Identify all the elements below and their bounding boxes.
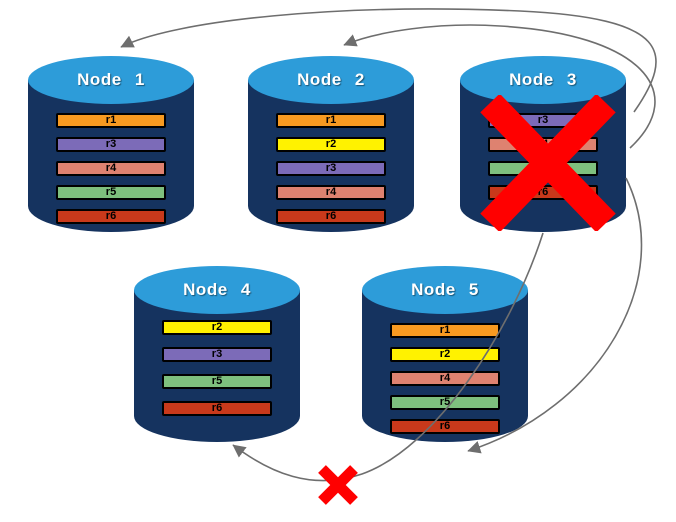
record-bar-r6: r6 [390,419,500,434]
record-bar-r3: r3 [162,347,272,362]
record-bar-r2: r2 [276,137,386,152]
record-bar-r3: r3 [488,113,598,128]
record-bar-r5: r5 [488,161,598,176]
record-bar-r6: r6 [56,209,166,224]
node-5-records: r1 r2 r4 r5 r6 [390,323,500,434]
node-4-title: Node 4 [183,280,251,299]
node-5-title: Node 5 [411,280,479,299]
record-bar-r6: r6 [488,185,598,200]
record-bar-r1: r1 [56,113,166,128]
node-3-title: Node 3 [509,70,577,89]
node-3-records: r3 r4 r5 r6 [488,113,598,200]
record-bar-r6: r6 [162,401,272,416]
node-2-records: r1 r2 r3 r4 r6 [276,113,386,224]
node-5: Node 5 r1 r2 r4 r5 r6 [362,266,528,442]
blocked-transfer-x-icon [318,465,358,505]
node-3-cylinder-top: Node 3 [460,56,626,104]
record-bar-r1: r1 [276,113,386,128]
node-3: Node 3 r3 r4 r5 r6 [460,56,626,232]
node-2: Node 2 r1 r2 r3 r4 r6 [248,56,414,232]
record-bar-r4: r4 [488,137,598,152]
node-4-cylinder-top: Node 4 [134,266,300,314]
node-1-cylinder-top: Node 1 [28,56,194,104]
record-bar-r5: r5 [56,185,166,200]
node-1: Node 1 r1 r3 r4 r5 r6 [28,56,194,232]
record-bar-r3: r3 [276,161,386,176]
node-5-cylinder-top: Node 5 [362,266,528,314]
record-bar-r2: r2 [162,320,272,335]
node-1-title: Node 1 [77,70,145,89]
record-bar-r3: r3 [56,137,166,152]
node-4: Node 4 r2 r3 r5 r6 [134,266,300,442]
node-4-records: r2 r3 r5 r6 [162,320,272,416]
node-1-records: r1 r3 r4 r5 r6 [56,113,166,224]
node-2-title: Node 2 [297,70,365,89]
record-bar-r4: r4 [276,185,386,200]
record-bar-r5: r5 [162,374,272,389]
record-bar-r5: r5 [390,395,500,410]
node-2-cylinder-top: Node 2 [248,56,414,104]
record-bar-r4: r4 [56,161,166,176]
record-bar-r4: r4 [390,371,500,386]
record-bar-r6: r6 [276,209,386,224]
record-bar-r2: r2 [390,347,500,362]
record-bar-r1: r1 [390,323,500,338]
